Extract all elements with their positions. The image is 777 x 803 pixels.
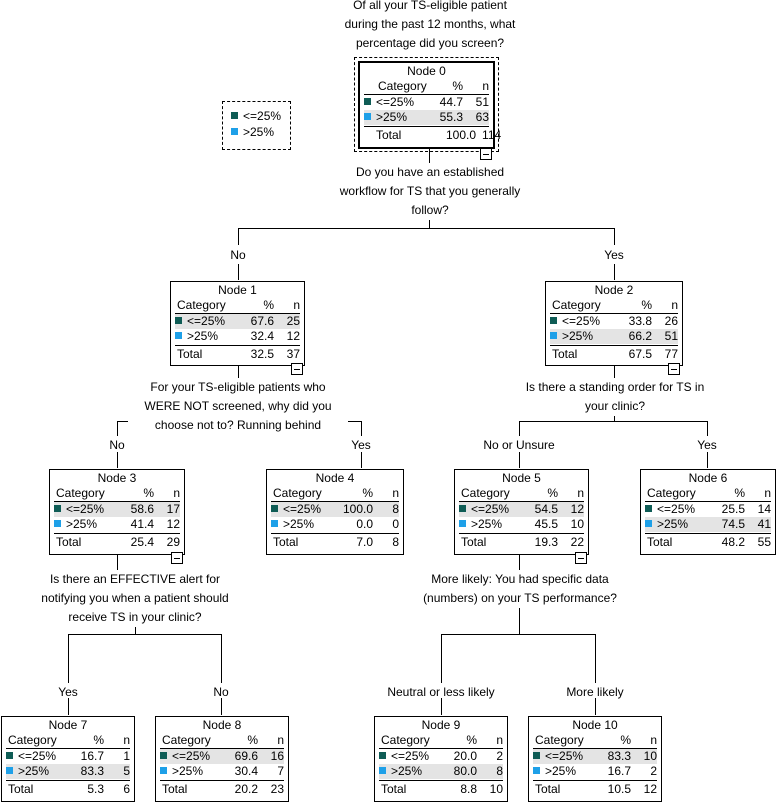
collapse-toggle[interactable] <box>575 552 587 564</box>
edge-label-no: No <box>230 248 246 262</box>
edge-label-no: No <box>109 438 125 452</box>
edge-label-yes: Yes <box>604 248 624 262</box>
node-title: Node 3 <box>97 471 137 485</box>
node-title: Node 8 <box>202 718 242 732</box>
node-header: Category%n <box>160 733 284 749</box>
node-header: Category%n <box>271 486 399 502</box>
edge-label-no: No <box>213 685 229 699</box>
legend-item-gt25: >25% <box>231 124 282 140</box>
edge-label-yes: Yes <box>58 685 78 699</box>
node-header: Category%n <box>175 298 300 314</box>
node-title: Node 5 <box>502 471 541 485</box>
legend-item-le25: <=25% <box>231 108 282 124</box>
node-header: Category%n <box>54 486 180 502</box>
collapse-toggle[interactable] <box>668 363 680 375</box>
node-title: Node 4 <box>315 471 355 485</box>
swatch-le25 <box>231 112 238 120</box>
node-title: Node 1 <box>218 283 257 297</box>
collapse-toggle[interactable] <box>291 363 303 375</box>
node-0-frame <box>354 57 499 152</box>
collapse-toggle[interactable] <box>171 552 183 564</box>
edge-label-yes: Yes <box>697 438 717 452</box>
edge-label-neutral: Neutral or less likely <box>387 685 495 699</box>
node-header: Category%n <box>364 79 489 95</box>
node-header: Category%n <box>459 486 584 502</box>
node-header: Category%n <box>379 733 503 749</box>
legend: <=25% >25% <box>222 101 291 150</box>
edge-label-no-or-unsure: No or Unsure <box>483 438 555 452</box>
edge-label-more-likely: More likely <box>566 685 624 699</box>
node-title: Node 10 <box>572 718 618 732</box>
node-title: Node 9 <box>421 718 461 732</box>
swatch-le25 <box>364 98 371 106</box>
node-header: Category%n <box>645 486 771 502</box>
question-node5: More likely: You had specific data(numbe… <box>395 570 645 608</box>
node-header: Category%n <box>6 733 130 749</box>
node-title: Node 2 <box>594 283 634 297</box>
node-title: Node 0 <box>407 64 446 78</box>
node-title: Node 7 <box>48 718 88 732</box>
edge-label-yes: Yes <box>351 438 371 452</box>
node-title: Node 6 <box>688 471 728 485</box>
node-header: Category%n <box>550 298 678 314</box>
swatch-gt25 <box>364 113 371 121</box>
swatch-gt25 <box>231 128 238 136</box>
node-header: Category%n <box>533 733 657 749</box>
collapse-toggle[interactable] <box>480 148 492 160</box>
